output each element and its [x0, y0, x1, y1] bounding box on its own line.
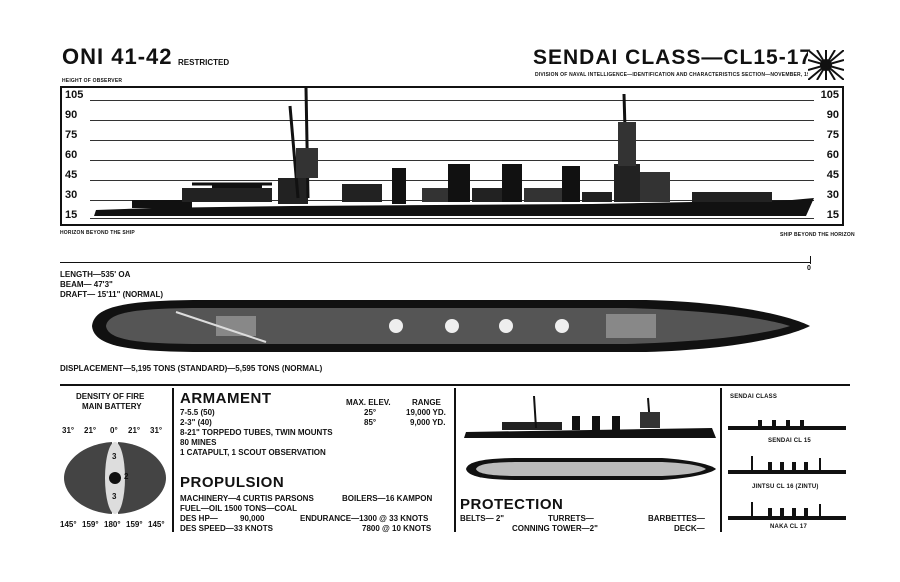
- horizon-beyond-ship-label: HORIZON BEYOND THE SHIP: [60, 230, 135, 236]
- ship-small-plan-illustration: [466, 458, 716, 480]
- propulsion-boilers: BOILERS—16 KAMPON: [342, 494, 433, 503]
- propulsion-endurance-1: ENDURANCE—1300 @ 33 KNOTS: [300, 514, 429, 523]
- scale-right-30: 30: [826, 189, 839, 201]
- jintsu-silhouette: [728, 502, 846, 520]
- propulsion-fuel: FUEL—OIL 1500 TONS—COAL: [180, 504, 298, 513]
- ship-plan-view-illustration: [92, 300, 810, 352]
- zero-mark: 0: [807, 265, 811, 272]
- fire-title-1: DENSITY OF FIRE: [76, 392, 145, 401]
- fire-bottom-180: 180°: [104, 520, 121, 529]
- restricted-label: RESTRICTED: [178, 58, 230, 67]
- fire-bottom-159-right: 159°: [126, 520, 143, 529]
- armament-extra-1: 8-21" TORPEDO TUBES, TWIN MOUNTS: [180, 428, 333, 437]
- scale-left-15: 15: [65, 209, 78, 221]
- armament-col-elev: MAX. ELEV.: [346, 398, 391, 407]
- armament-row-1-item: 7-5.5 (50): [180, 408, 215, 417]
- scale-left-45: 45: [65, 169, 78, 181]
- armament-row-1-elev: 25°: [364, 408, 377, 417]
- armament-row-2-elev: 85°: [364, 418, 377, 427]
- armament-heading: ARMAMENT: [180, 390, 272, 407]
- ship-side-profile-illustration: [94, 88, 814, 216]
- protection-belts: BELTS— 2": [460, 514, 505, 523]
- divider-armament-protection: [454, 388, 456, 532]
- fire-bottom-159-left: 159°: [82, 520, 99, 529]
- propulsion-heading: PROPULSION: [180, 474, 285, 491]
- fire-count-bottom: 3: [112, 492, 117, 501]
- draft-spec: DRAFT— 15'11" (NORMAL): [60, 290, 164, 299]
- scale-right-45: 45: [826, 169, 839, 181]
- propulsion-hp-value: 90,000: [240, 514, 265, 523]
- fire-top-31-right: 31°: [150, 426, 163, 435]
- fire-count-top: 3: [112, 452, 117, 461]
- ship-beyond-horizon-label: SHIP BEYOND THE HORIZON: [780, 232, 855, 238]
- class-list-title: SENDAI CLASS: [730, 394, 778, 400]
- displacement-spec: DISPLACEMENT—5,195 TONS (STANDARD)—5,595…: [60, 364, 323, 373]
- propulsion-speed: DES SPEED—33 KNOTS: [180, 524, 273, 533]
- profile-view: 105 90 75 60 45 30 15 105 90 75 60 45 30…: [60, 86, 844, 226]
- ship-small-profile-illustration: [464, 395, 716, 438]
- divider-fire-armament: [172, 388, 174, 532]
- divider-protection-classlist: [720, 388, 722, 532]
- armament-row-2-item: 2-3" (40): [180, 418, 212, 427]
- ship-name-jintsu: JINTSU CL 16 (ZINTU): [752, 484, 819, 490]
- fire-bottom-145-right: 145°: [148, 520, 165, 529]
- length-spec: LENGTH—535' OA: [60, 270, 131, 279]
- fire-title-2: MAIN BATTERY: [82, 402, 142, 411]
- protection-deck: DECK—: [674, 524, 705, 533]
- height-of-observer-label: HEIGHT OF OBSERVER: [62, 78, 123, 84]
- fire-top-21-left: 21°: [84, 426, 97, 435]
- propulsion-endurance-2: 7800 @ 10 KNOTS: [362, 524, 432, 533]
- fire-count-side: 2: [124, 472, 129, 481]
- length-scale-tick: [810, 256, 811, 264]
- protection-heading: PROTECTION: [460, 496, 564, 513]
- scale-left-75: 75: [65, 129, 78, 141]
- class-title: SENDAI CLASS—CL15-17: [533, 46, 813, 69]
- length-scale-rule: [60, 262, 810, 263]
- scale-left-30: 30: [65, 189, 78, 201]
- scale-right-15: 15: [826, 209, 839, 221]
- propulsion-machinery: MACHINERY—4 CURTIS PARSONS: [180, 494, 314, 503]
- fire-density-diagram: [64, 442, 166, 514]
- fire-bottom-145-left: 145°: [60, 520, 77, 529]
- armament-extra-3: 1 CATAPULT, 1 SCOUT OBSERVATION: [180, 448, 326, 457]
- section-divider: [60, 384, 850, 386]
- protection-barbettes: BARBETTES—: [648, 514, 705, 523]
- ship-name-sendai: SENDAI CL 15: [768, 438, 811, 444]
- protection-conning-tower: CONNING TOWER—2": [512, 524, 598, 533]
- armament-extra-2: 80 MINES: [180, 438, 217, 447]
- fire-top-31-left: 31°: [62, 426, 75, 435]
- fire-top-21-right: 21°: [128, 426, 141, 435]
- sendai-silhouette: [728, 456, 846, 474]
- scale-left-90: 90: [65, 109, 78, 121]
- class-silhouette-generic: [728, 420, 846, 430]
- ship-name-naka: NAKA CL 17: [770, 524, 808, 530]
- scale-left-105: 105: [65, 89, 84, 101]
- scale-right-105: 105: [820, 89, 839, 101]
- scale-right-75: 75: [826, 129, 839, 141]
- scale-left-60: 60: [65, 149, 78, 161]
- armament-row-2-range: 9,000 YD.: [410, 418, 446, 427]
- document-subtitle: DIVISION OF NAVAL INTELLIGENCE—IDENTIFIC…: [535, 72, 816, 78]
- armament-col-range: RANGE: [412, 398, 441, 407]
- protection-turrets: TURRETS—: [548, 514, 594, 523]
- scale-right-90: 90: [826, 109, 839, 121]
- rising-sun-flag-icon: [808, 50, 844, 80]
- armament-row-1-range: 19,000 YD.: [406, 408, 446, 417]
- document-id: ONI 41-42: [62, 44, 173, 69]
- beam-spec: BEAM— 47'3": [60, 280, 113, 289]
- scale-right-60: 60: [826, 149, 839, 161]
- propulsion-hp-label: DES HP—: [180, 514, 218, 523]
- fire-top-0: 0°: [110, 426, 118, 435]
